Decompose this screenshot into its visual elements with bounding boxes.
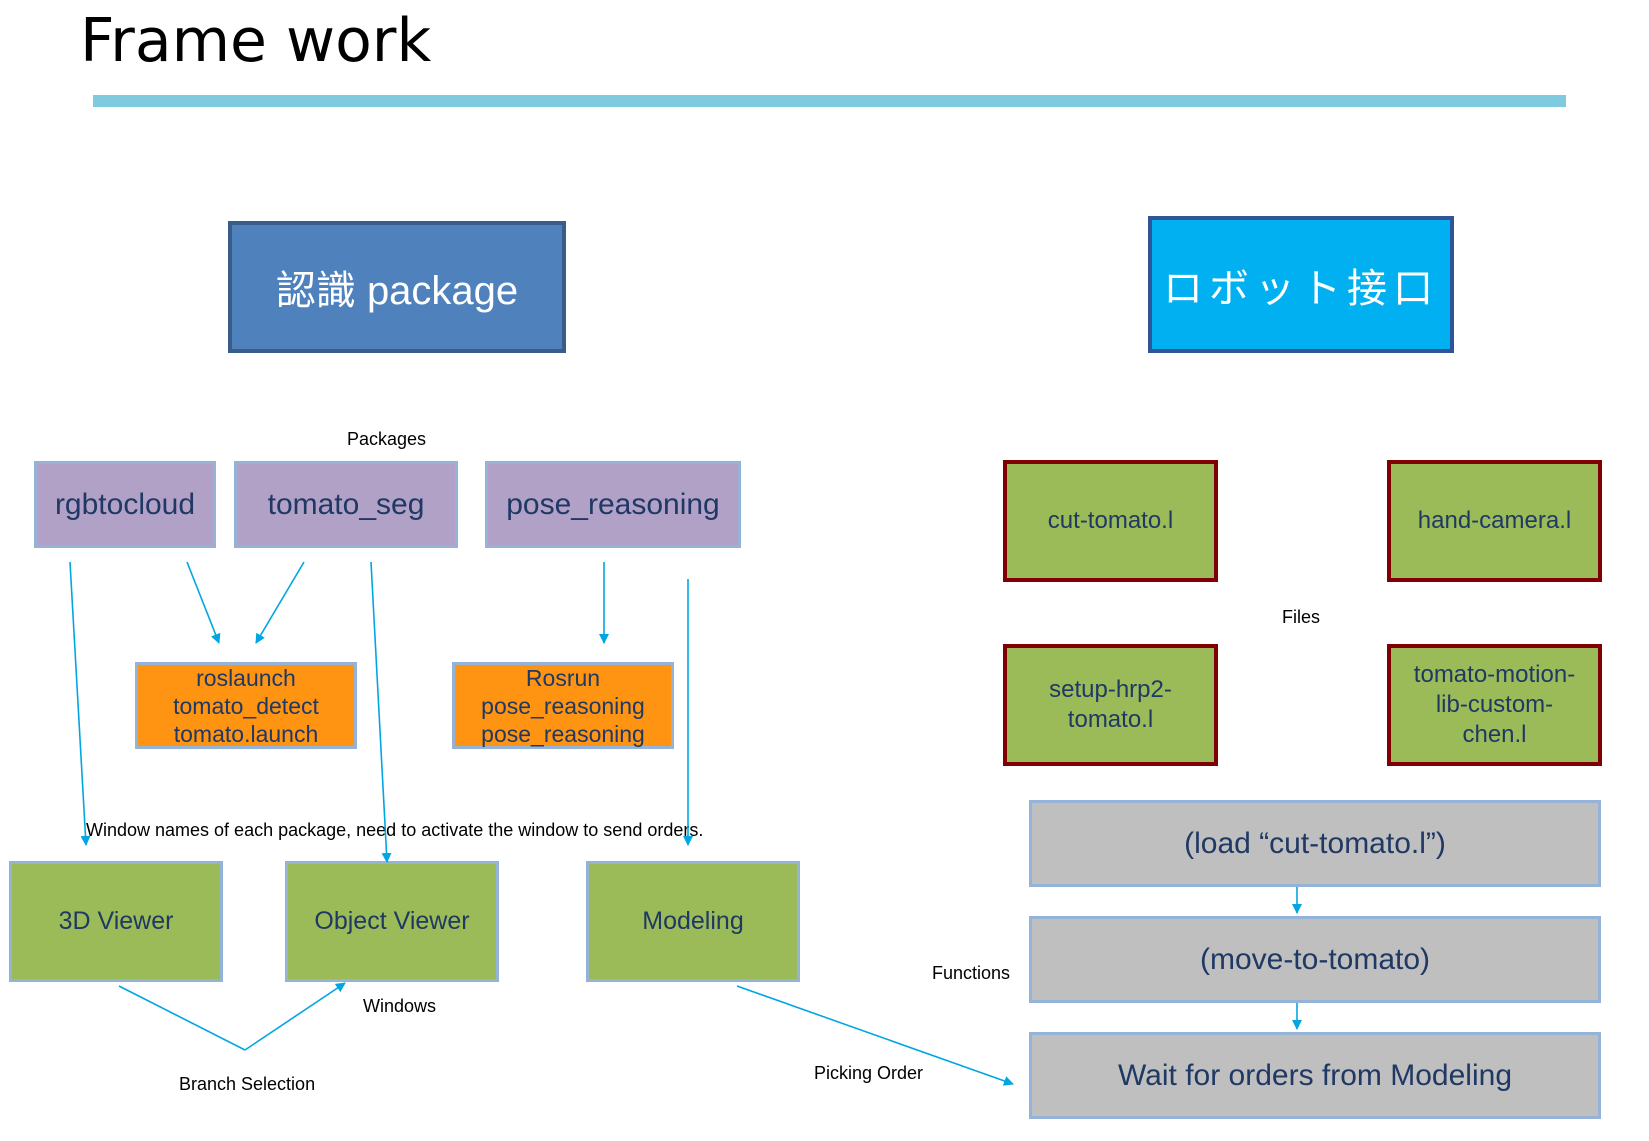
window-3d-viewer: 3D Viewer bbox=[9, 861, 223, 982]
rosrun-command: Rosrun pose_reasoning pose_reasoning bbox=[452, 662, 674, 749]
arrow-rgbtocloud-to-roslaunch bbox=[186, 561, 221, 644]
arrow-3d-viewer-to-branch bbox=[118, 985, 246, 1051]
function-load-cut-tomato: (load “cut-tomato.l”) bbox=[1029, 800, 1601, 887]
file-setup-hrp2-tomato: setup-hrp2- tomato.l bbox=[1003, 644, 1218, 766]
files-label: Files bbox=[1282, 607, 1321, 627]
package-pose-reasoning: pose_reasoning bbox=[485, 461, 741, 548]
package-rgbtocloud: rgbtocloud bbox=[34, 461, 216, 548]
robot-interface-header: ロボット接口 bbox=[1148, 216, 1454, 353]
functions-label: Functions bbox=[932, 963, 1011, 983]
windows-label: Windows bbox=[363, 996, 437, 1016]
package-tomato-seg: tomato_seg bbox=[234, 461, 458, 548]
branch-selection-label: Branch Selection bbox=[179, 1074, 316, 1094]
file-cut-tomato: cut-tomato.l bbox=[1003, 460, 1218, 582]
roslaunch-command: roslaunch tomato_detect tomato.launch bbox=[135, 662, 357, 749]
recognition-package-header: 認識 package bbox=[228, 221, 566, 353]
packages-label: Packages bbox=[347, 429, 427, 449]
arrow-modeling-to-wait-for-orders bbox=[736, 985, 1014, 1086]
picking-order-label: Picking Order bbox=[814, 1063, 924, 1083]
arrow-rgbtocloud-to-3d-viewer bbox=[69, 561, 91, 846]
arrow-tomato-seg-to-object-viewer bbox=[370, 561, 392, 863]
file-tomato-motion-lib: tomato-motion- lib-custom- chen.l bbox=[1387, 644, 1602, 766]
function-move-to-tomato: (move-to-tomato) bbox=[1029, 916, 1601, 1003]
window-object-viewer: Object Viewer bbox=[285, 861, 499, 982]
arrow-branch-to-object-viewer bbox=[244, 982, 346, 1051]
window-modeling: Modeling bbox=[586, 861, 800, 982]
arrow-tomato-seg-to-roslaunch bbox=[255, 561, 305, 644]
file-hand-camera: hand-camera.l bbox=[1387, 460, 1602, 582]
function-wait-for-orders: Wait for orders from Modeling bbox=[1029, 1032, 1601, 1119]
page-title: Frame work bbox=[80, 6, 432, 76]
window-note-label: Window names of each package, need to ac… bbox=[86, 820, 704, 840]
title-underline bbox=[93, 95, 1566, 107]
